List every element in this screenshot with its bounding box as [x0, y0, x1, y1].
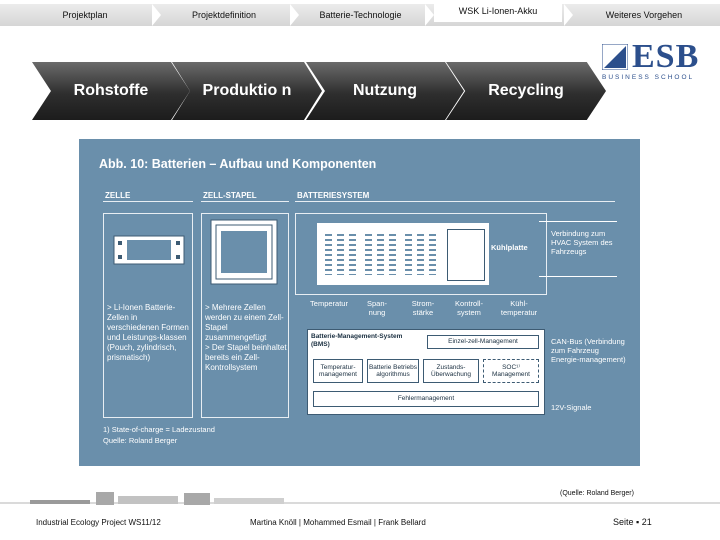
tab-separator [425, 4, 434, 26]
can-bus-label: CAN-Bus (Verbindung zum Fahrzeug Energie… [551, 337, 626, 364]
chevron-label: Nutzung [353, 82, 417, 99]
battery-figure: Abb. 10: Batterien – Aufbau und Komponen… [79, 139, 640, 466]
arrow-line [539, 276, 617, 277]
temperaturmanagement-box: Temperatur-management [313, 359, 363, 383]
footer-course: Industrial Ecology Project WS11/12 [36, 518, 161, 527]
tab-separator [564, 4, 573, 26]
footer-authors: Martina Knöll | Mohammed Esmail | Frank … [250, 518, 426, 527]
figure-footnote: 1) State-of-charge = Ladezustand [103, 425, 215, 434]
tab-batterie-technologie[interactable]: Batterie-Technologie [319, 10, 402, 20]
sensor-temperatur: Temperatur [310, 299, 348, 308]
cell-stack-icon [210, 219, 278, 285]
sensor-stromstaerke: Strom- stärke [411, 299, 435, 317]
panel-batteriesystem [295, 213, 547, 295]
page-number: Seite ▪ 21 [613, 517, 652, 527]
column-rule [103, 201, 193, 202]
tab-projektdefinition[interactable]: Projektdefinition [191, 10, 257, 20]
pack-cell [389, 231, 396, 275]
pack-cell [325, 231, 332, 275]
zustandsueberwachung-box: Zustands-Überwachung [423, 359, 479, 383]
chevron-label: Rohstoffe [73, 82, 149, 99]
sensor-kontrollsystem: Kontroll- system [455, 299, 483, 317]
bullet-zelle: > Li-Ionen Batterie-Zellen in verschiede… [107, 303, 189, 362]
arrow-line [539, 221, 617, 222]
footer-decoration [0, 492, 720, 505]
hvac-connection-label: Verbindung zum HVAC System des Fahrzeugs [551, 229, 613, 256]
pack-cell [365, 231, 372, 275]
chevron-produktion[interactable]: Produktio n [172, 62, 322, 120]
column-rule [201, 201, 289, 202]
betriebsalgorithmus-box: Batterie Betriebs algorithmus [367, 359, 419, 383]
panel-zell-stapel [201, 213, 289, 418]
sensor-kuehltemperatur: Kühl- temperatur [500, 299, 538, 317]
figure-quelle: Quelle: Roland Berger [103, 436, 178, 445]
bms-title: Batterie-Management-System (BMS) [311, 333, 403, 348]
chevron-rohstoffe[interactable]: Rohstoffe [32, 62, 190, 120]
esb-logo: ESB BUSINESS SCHOOL [598, 38, 716, 84]
pack-cell [377, 231, 384, 275]
chevron-nutzung[interactable]: Nutzung [306, 62, 464, 120]
tab-projektplan[interactable]: Projektplan [62, 10, 108, 20]
fehlermanagement-box: Fehlermanagement [313, 391, 539, 407]
control-unit [447, 229, 485, 281]
sensor-spannung: Span- nung [366, 299, 387, 317]
top-navigation: Projektplan Projektdefinition Batterie-T… [0, 0, 720, 30]
logo-subtitle: BUSINESS SCHOOL [602, 74, 695, 81]
figure-title: Abb. 10: Batterien – Aufbau und Komponen… [99, 157, 377, 171]
pack-cell [349, 231, 356, 275]
logo-text: ESB [632, 38, 700, 75]
column-rule [295, 201, 615, 202]
einzelzell-management-box: Einzel-zell-Management [427, 335, 539, 349]
pack-cell [337, 231, 344, 275]
tab-wsk-li-ionen-akku[interactable]: WSK Li-Ionen-Akku [434, 0, 562, 22]
tab-separator [290, 4, 299, 26]
battery-cell-icon [113, 235, 185, 265]
signal-label: 12V-Signale [551, 403, 592, 412]
kuehlplatte-label: Kühlplatte [491, 243, 528, 252]
chevron-label: Recycling [488, 82, 564, 99]
pack-cell [417, 231, 424, 275]
pack-cell [405, 231, 412, 275]
panel-zelle [103, 213, 193, 418]
logo-mark-icon [602, 44, 628, 70]
tab-separator [152, 4, 161, 26]
column-header-zell-stapel: ZELL-STAPEL [203, 191, 257, 200]
soc-management-box: SOC¹⁾ Management [483, 359, 539, 383]
column-header-zelle: ZELLE [105, 191, 131, 200]
bullet-zell-stapel: > Mehrere Zellen werden zu einem Zell-St… [205, 303, 287, 372]
source-note: (Quelle: Roland Berger) [560, 490, 634, 497]
chevron-recycling[interactable]: Recycling [446, 62, 606, 120]
pack-cell [429, 231, 436, 275]
tab-weiteres-vorgehen[interactable]: Weiteres Vorgehen [605, 10, 683, 20]
chevron-label: Produktio n [202, 82, 292, 99]
column-header-batteriesystem: BATTERIESYSTEM [297, 191, 370, 200]
